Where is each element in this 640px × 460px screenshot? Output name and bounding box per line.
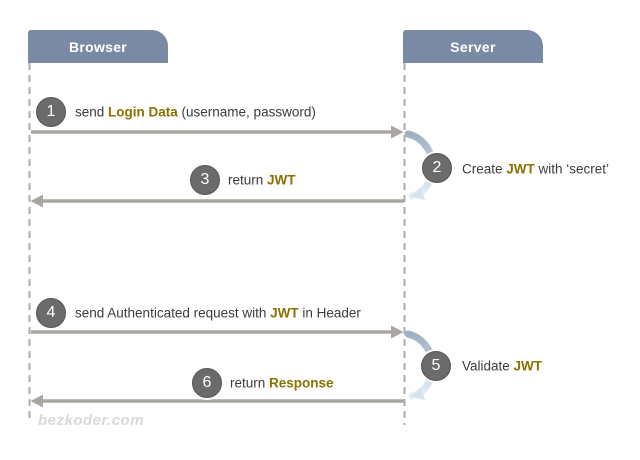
- step-badge-4: 4: [36, 298, 66, 328]
- arrowhead-left-icon: [30, 394, 43, 408]
- step-label-1: send Login Data (username, password): [75, 104, 316, 120]
- step-label-2: Create JWT with ‘secret’: [462, 161, 610, 177]
- step-label-4: send Authenticated request with JWT in H…: [75, 305, 361, 321]
- step-badge-3: 3: [190, 165, 220, 195]
- step-badge-5: 5: [421, 351, 451, 381]
- arrowhead-left-icon: [30, 194, 43, 208]
- message-arrow-4: [31, 325, 404, 339]
- step-badge-2: 2: [422, 153, 452, 183]
- actor-browser: Browser: [28, 30, 168, 63]
- step-badge-6: 6: [192, 368, 222, 398]
- actor-server: Server: [403, 30, 543, 63]
- step-number: 1: [46, 103, 56, 120]
- watermark: bezkoder.com: [38, 412, 145, 429]
- step-number: 6: [202, 374, 212, 391]
- actor-server-label: Server: [450, 38, 496, 55]
- step-number: 2: [432, 159, 442, 176]
- step-number: 3: [200, 171, 210, 188]
- actor-browser-label: Browser: [68, 38, 128, 55]
- step-badge-1: 1: [36, 97, 66, 127]
- step-number: 4: [46, 304, 56, 321]
- step-label-5: Validate JWT: [462, 358, 543, 374]
- message-arrow-6: [30, 394, 404, 408]
- arrowhead-right-icon: [391, 325, 404, 339]
- arrowhead-right-icon: [391, 125, 404, 139]
- step-number: 5: [431, 357, 441, 374]
- step-label-3: return JWT: [228, 172, 296, 188]
- message-arrow-3: [30, 194, 404, 208]
- step-label-6: return Response: [230, 375, 334, 391]
- message-arrow-1: [31, 125, 404, 139]
